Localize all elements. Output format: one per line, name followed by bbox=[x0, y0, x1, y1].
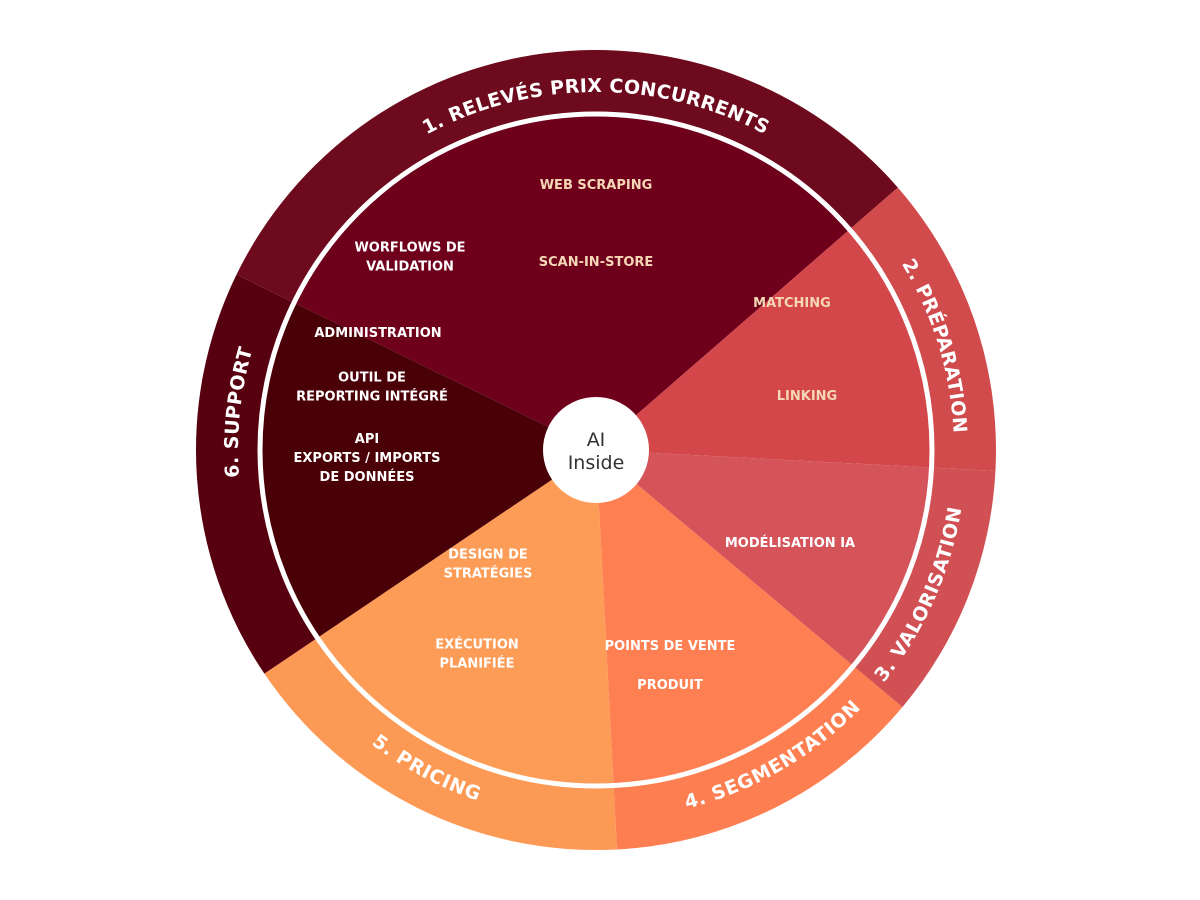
item-segmentation-2: PRODUIT bbox=[637, 678, 703, 693]
item-pricing-1-line-1: DESIGN DE bbox=[448, 548, 528, 563]
item-releves-1-line-1: WEB SCRAPING bbox=[540, 178, 653, 193]
outer-band-valorisation bbox=[853, 467, 996, 708]
item-support-3-line-1: OUTIL DE bbox=[338, 371, 406, 386]
item-preparation-1: MATCHING bbox=[753, 296, 831, 311]
inner-wedge-pricing bbox=[317, 450, 614, 787]
outer-band-releves bbox=[236, 50, 898, 303]
item-segmentation-1-line-1: POINTS DE VENTE bbox=[605, 639, 736, 654]
inner-wedges bbox=[260, 114, 933, 787]
outer-band-pricing bbox=[264, 637, 617, 850]
ring-separator-circle bbox=[257, 111, 935, 789]
item-segmentation-2-line-1: PRODUIT bbox=[637, 678, 703, 693]
item-pricing-1-line-2: STRATÉGIES bbox=[444, 566, 533, 582]
item-support-1-line-1: WORFLOWS DE bbox=[354, 241, 465, 256]
outer-ring bbox=[195, 50, 996, 850]
center-hub: AI Inside bbox=[543, 397, 649, 503]
item-labels: WEB SCRAPING SCAN-IN-STORE MATCHING LINKING… bbox=[294, 178, 856, 693]
item-releves-2-line-1: SCAN-IN-STORE bbox=[539, 255, 654, 270]
item-releves-1: WEB SCRAPING bbox=[540, 178, 653, 193]
item-releves-2: SCAN-IN-STORE bbox=[539, 255, 654, 270]
inner-wedge-support bbox=[260, 302, 596, 638]
outer-band-preparation bbox=[849, 187, 996, 471]
item-preparation-2-line-1: LINKING bbox=[777, 389, 837, 404]
item-support-4-line-2: EXPORTS / IMPORTS bbox=[294, 451, 441, 466]
hub-circle bbox=[543, 397, 649, 503]
item-preparation-1-line-1: MATCHING bbox=[753, 296, 831, 311]
item-support-3: OUTIL DE REPORTING INTÉGRÉ bbox=[296, 371, 448, 405]
item-segmentation-1: POINTS DE VENTE bbox=[605, 639, 736, 654]
item-support-4-line-1: API bbox=[355, 432, 379, 447]
inner-wedge-releves bbox=[294, 114, 850, 450]
item-pricing-1: DESIGN DE STRATÉGIES bbox=[444, 548, 533, 582]
outer-band-segmentation bbox=[613, 665, 903, 850]
item-support-2-line-1: ADMINISTRATION bbox=[314, 326, 441, 341]
inner-wedge-preparation bbox=[596, 229, 933, 468]
item-support-3-line-2: REPORTING INTÉGRÉ bbox=[296, 389, 448, 405]
item-pricing-2: EXÉCUTION PLANIFIÉE bbox=[435, 637, 519, 672]
item-support-4: API EXPORTS / IMPORTS DE DONNÉES bbox=[294, 432, 441, 485]
item-support-1-line-2: VALIDATION bbox=[366, 260, 454, 275]
item-preparation-2: LINKING bbox=[777, 389, 837, 404]
item-valorisation-1: MODÉLISATION IA bbox=[725, 535, 855, 551]
hub-label-line-2: Inside bbox=[568, 452, 625, 474]
item-support-2: ADMINISTRATION bbox=[314, 326, 441, 341]
item-valorisation-1-line-1: MODÉLISATION IA bbox=[725, 535, 855, 551]
hub-label-line-1: AI bbox=[587, 429, 606, 451]
item-support-4-line-3: DE DONNÉES bbox=[320, 469, 415, 485]
item-pricing-2-line-1: EXÉCUTION bbox=[435, 637, 519, 653]
item-support-1: WORFLOWS DE VALIDATION bbox=[354, 241, 465, 275]
item-pricing-2-line-2: PLANIFIÉE bbox=[439, 656, 514, 672]
inner-wedge-segmentation bbox=[596, 450, 854, 786]
outer-band-support bbox=[195, 274, 318, 674]
inner-wedge-valorisation bbox=[596, 450, 932, 666]
